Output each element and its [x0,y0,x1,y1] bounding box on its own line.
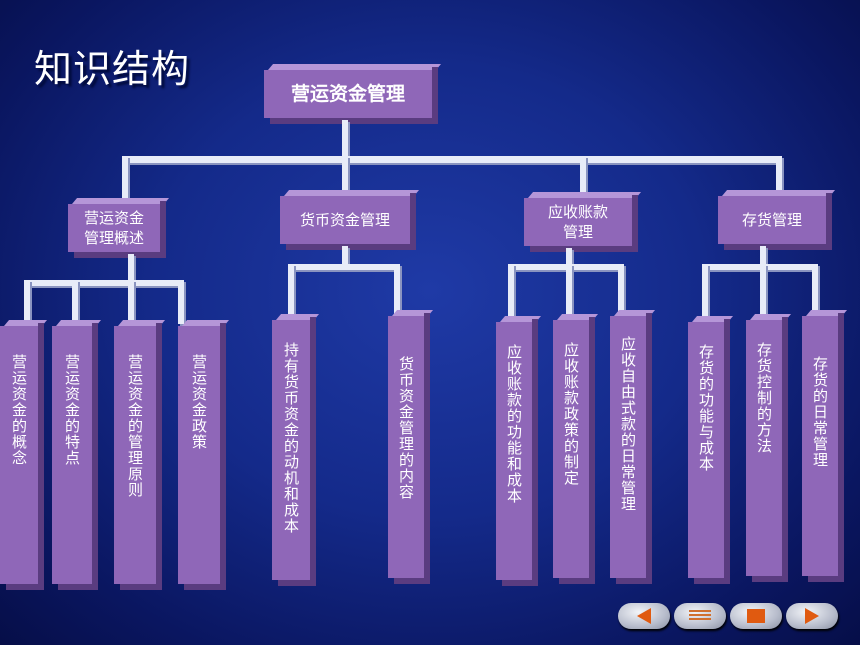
leaf-inv-daily[interactable]: 存货的日常管理 [802,313,844,576]
connector [288,264,294,318]
connector [566,248,572,268]
leaf-ar-policy[interactable]: 应收账款政策的制定 [553,317,595,578]
leaf-cash-content[interactable]: 货币资金管理的内容 [388,313,430,578]
leaf-concept[interactable]: 营运资金的概念 [0,323,44,584]
connector [128,280,134,324]
connector [288,264,400,270]
connector [776,156,782,194]
leaf-label: 货币资金管理的内容 [397,356,415,500]
leaf-ar-function[interactable]: 应收账款的功能和成本 [496,319,538,580]
leaf-ar-daily[interactable]: 应收自由式款的日常管理 [610,313,652,578]
connector [128,254,134,284]
menu-button[interactable] [674,603,726,629]
node-overview[interactable]: 营运资金 管理概述 [68,201,166,252]
leaf-label: 营运资金的特点 [63,354,81,466]
connector [702,264,708,320]
prev-button[interactable] [618,603,670,629]
leaf-label: 应收自由式款的日常管理 [619,336,637,512]
connector [618,264,624,314]
stop-button[interactable] [730,603,782,629]
leaf-inv-control[interactable]: 存货控制的方法 [746,317,788,576]
connector [122,156,128,202]
connector [394,264,400,314]
connector [24,280,184,286]
menu-icon [689,610,711,622]
stop-icon [747,609,765,623]
connector [342,156,348,194]
connector [508,264,514,320]
connector [342,120,348,160]
node-inventory[interactable]: 存货管理 [718,193,832,244]
prev-icon [637,608,651,624]
leaf-cash-motive[interactable]: 持有货币资金的动机和成本 [272,317,316,580]
node-inventory-label: 存货管理 [741,211,802,229]
node-receivables[interactable]: 应收账款 管理 [524,195,638,246]
leaf-inv-function[interactable]: 存货的功能与成本 [688,319,730,578]
connector [760,246,766,268]
leaf-label: 营运资金政策 [190,354,208,450]
connector [178,280,184,324]
connector [122,156,782,163]
connector [760,264,766,318]
leaf-label: 营运资金的管理原则 [126,354,144,498]
connector [72,280,78,324]
node-receivables-label: 应收账款 管理 [547,203,608,241]
leaf-label: 存货的功能与成本 [697,344,715,472]
leaf-label: 应收账款的功能和成本 [505,344,523,504]
node-overview-label: 营运资金 管理概述 [83,209,144,247]
connector [812,264,818,314]
leaf-features[interactable]: 营运资金的特点 [52,323,98,584]
leaf-policy[interactable]: 营运资金政策 [178,323,226,584]
node-cash-label: 货币资金管理 [299,211,390,229]
leaf-principles[interactable]: 营运资金的管理原则 [114,323,162,584]
leaf-label: 营运资金的概念 [10,354,28,466]
root-node[interactable]: 营运资金管理 [264,67,438,118]
connector [24,280,30,324]
node-cash[interactable]: 货币资金管理 [280,193,416,244]
leaf-label: 存货控制的方法 [755,342,773,454]
connector [580,156,586,196]
connector [566,264,572,318]
next-icon [805,608,819,624]
leaf-label: 应收账款政策的制定 [562,342,580,486]
leaf-label: 存货的日常管理 [811,356,829,468]
page-title: 知识结构 [34,47,191,91]
root-label: 营运资金管理 [290,83,405,105]
next-button[interactable] [786,603,838,629]
connector [342,246,348,268]
leaf-label: 持有货币资金的动机和成本 [282,342,300,534]
